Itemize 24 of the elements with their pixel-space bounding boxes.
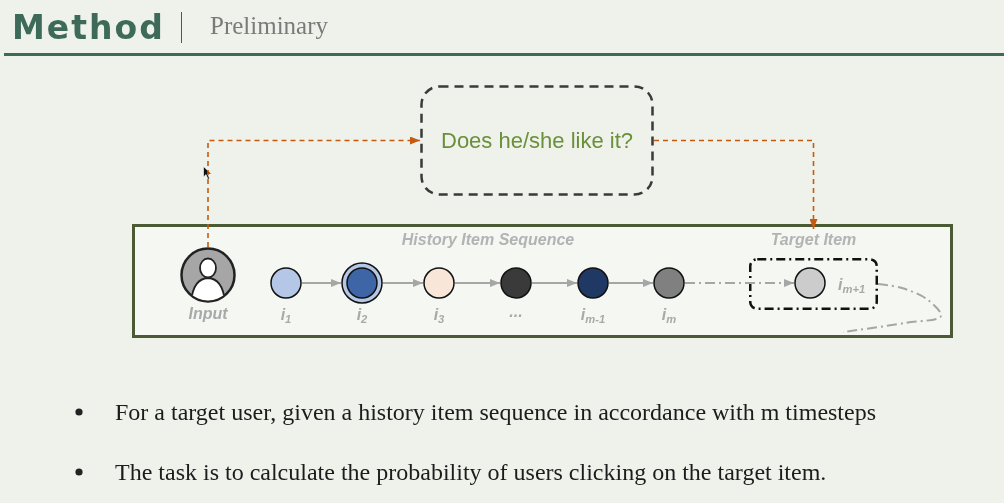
arrow bbox=[531, 279, 578, 287]
arrow bbox=[608, 279, 654, 287]
bullet-text: The task is to calculate the probability of users clicking on the target item. bbox=[115, 458, 827, 487]
dashed-arrow bbox=[207, 136, 421, 248]
slide-title: Method bbox=[12, 8, 165, 48]
node-label: i$_{2}$ bbox=[356, 306, 368, 325]
node-label: i$_{3}$ bbox=[433, 306, 445, 325]
node-label: i$_{m+1}$ bbox=[838, 276, 866, 295]
question-text: Does he/she like it? bbox=[441, 127, 633, 154]
slide-subtitle: Preliminary bbox=[210, 11, 329, 41]
node-label: i$_{m-1}$ bbox=[580, 306, 606, 325]
dash-dot-arrow bbox=[684, 279, 795, 287]
arrow bbox=[301, 279, 342, 287]
panel-box bbox=[132, 224, 953, 338]
node-label: i$_{m}$ bbox=[661, 306, 677, 325]
arrow bbox=[454, 279, 501, 287]
arrow bbox=[382, 279, 424, 287]
section-heading: History Item Sequence bbox=[401, 231, 575, 249]
node-label: Input bbox=[188, 305, 228, 323]
node-label: i$_{1}$ bbox=[280, 306, 292, 325]
bullet-text: For a target user, given a history item sequence in accordance with m timesteps bbox=[115, 398, 877, 427]
section-heading: Target Item bbox=[770, 231, 857, 249]
dashed-arrow bbox=[653, 139, 818, 230]
node-label: ... bbox=[509, 303, 523, 321]
